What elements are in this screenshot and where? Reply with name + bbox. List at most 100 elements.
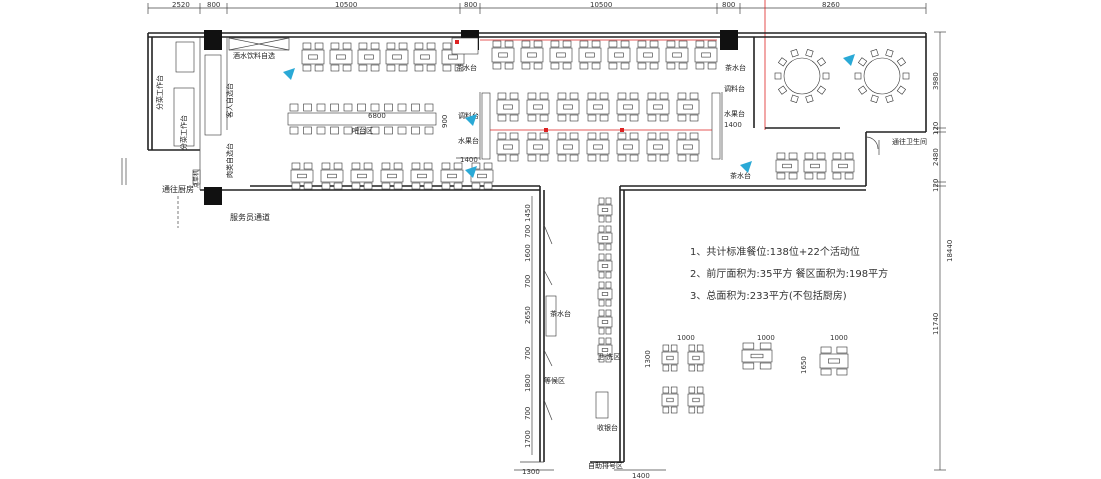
dining-table (636, 40, 660, 70)
dining-table (491, 40, 515, 70)
chair (591, 62, 601, 70)
chair (689, 114, 699, 122)
table-label-box (601, 348, 609, 352)
dining-table (586, 92, 610, 122)
dining-table (646, 132, 670, 162)
chair (790, 49, 799, 58)
dining-table (665, 40, 689, 70)
chair (696, 344, 704, 352)
chair (533, 40, 543, 48)
dining-table (350, 162, 374, 190)
dining-table (357, 42, 381, 72)
chair (617, 154, 627, 162)
chair (688, 406, 696, 414)
chair (688, 386, 696, 394)
dim-left-4: 700 (524, 275, 532, 288)
chair (509, 154, 519, 162)
chair (483, 162, 493, 170)
chair (539, 92, 549, 100)
table-label-box (556, 52, 566, 58)
bar-counter (287, 112, 437, 126)
chair (637, 62, 647, 70)
table-label-box (838, 163, 848, 169)
chair (816, 152, 826, 160)
private-rooms (774, 49, 910, 103)
top-dimension-line: 2520 800 10500 800 10500 800 8260 (147, 0, 927, 130)
chair (441, 182, 451, 190)
chair (677, 132, 687, 140)
camera-icon (465, 166, 477, 178)
chair (411, 182, 421, 190)
chair (579, 40, 589, 48)
dining-table (556, 132, 580, 162)
label-pos-machine: 点单机 (192, 170, 200, 188)
table-label-box (533, 144, 543, 150)
camera-icon (740, 161, 752, 173)
chair (442, 42, 452, 50)
table-label-box (533, 104, 543, 110)
chair (647, 114, 657, 122)
chair (527, 154, 537, 162)
chair (854, 72, 862, 80)
chair (527, 114, 537, 122)
chair (562, 40, 572, 48)
chair (587, 132, 597, 140)
chair (804, 152, 814, 160)
bar-stool (397, 126, 407, 135)
label-meat-self: 肉类自选台 (225, 143, 234, 178)
bar-stool (289, 126, 299, 135)
chair (832, 152, 842, 160)
label-to-kitchen: 通往厨房 (162, 184, 194, 194)
chair (870, 49, 879, 58)
dining-table (597, 253, 613, 279)
chair (598, 253, 605, 261)
dim-top-2: 800 (207, 1, 220, 9)
dining-table (410, 162, 434, 190)
chair (381, 182, 391, 190)
dining-table (496, 92, 520, 122)
chair (599, 132, 609, 140)
dining-table (687, 344, 705, 372)
chair (492, 40, 502, 48)
bar-stool (424, 103, 434, 112)
table-label-box (527, 52, 537, 58)
dining-table (646, 92, 670, 122)
dim-t1000-b: 1000 (757, 334, 775, 342)
chair (539, 154, 549, 162)
dining-table (290, 162, 314, 190)
chair (598, 215, 605, 223)
chair (598, 327, 605, 335)
table-label-box (392, 54, 402, 60)
dim-right-2: 120 (932, 122, 940, 135)
table-label-box (297, 173, 307, 179)
dining-table (496, 132, 520, 162)
chair (598, 225, 605, 233)
chair (569, 92, 579, 100)
label-staff-passage: 服务员通道 (230, 212, 270, 222)
dim-left-2: 700 (524, 225, 532, 238)
dim-bar-w: 900 (441, 115, 449, 128)
chair (689, 132, 699, 140)
chair (314, 42, 324, 50)
chair (599, 114, 609, 122)
chair (608, 40, 618, 48)
bar-area (287, 103, 437, 135)
chair (550, 40, 560, 48)
chair (557, 92, 567, 100)
chair (662, 344, 670, 352)
chair (579, 62, 589, 70)
chair (527, 92, 537, 100)
red-lines (455, 39, 717, 132)
dining-table (597, 281, 613, 307)
chair (370, 64, 380, 72)
chair (370, 42, 380, 50)
label-guest-self: 客人自选台 (225, 83, 234, 118)
chair (696, 386, 704, 394)
dim-bottom-1: 1300 (522, 468, 540, 476)
chair (629, 132, 639, 140)
chair (302, 64, 312, 72)
chair (471, 182, 481, 190)
table-label-box (477, 173, 487, 179)
chair (333, 182, 343, 190)
dining-table (597, 309, 613, 335)
